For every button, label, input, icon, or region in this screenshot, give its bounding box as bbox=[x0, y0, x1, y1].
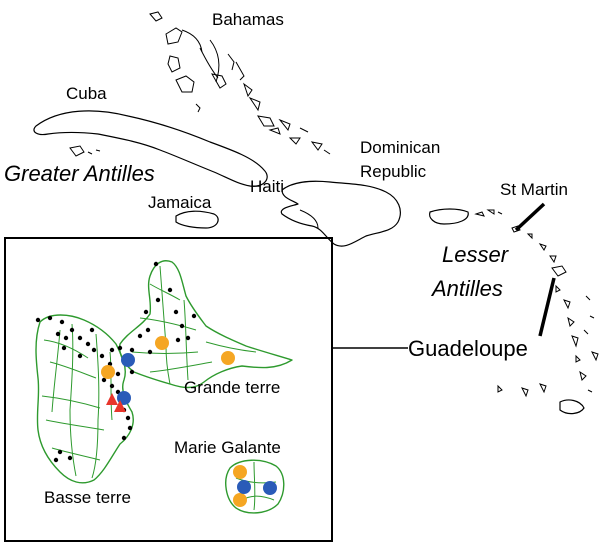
site-marker-orange bbox=[155, 336, 169, 350]
site-marker-blue bbox=[263, 481, 277, 495]
site-marker-black bbox=[35, 317, 41, 323]
grande-terre-outline bbox=[119, 260, 293, 389]
label-st-martin: St Martin bbox=[500, 180, 568, 199]
site-marker-black bbox=[77, 353, 83, 359]
label-jamaica: Jamaica bbox=[148, 193, 212, 212]
site-marker-black bbox=[185, 335, 191, 341]
site-marker-red-triangle bbox=[106, 393, 118, 405]
site-marker-black bbox=[109, 383, 115, 389]
bahamas-islands bbox=[149, 11, 331, 155]
label-grande-terre: Grande terre bbox=[184, 378, 280, 397]
site-marker-blue bbox=[121, 353, 135, 367]
site-marker-black bbox=[153, 261, 159, 267]
site-marker-orange bbox=[221, 351, 235, 365]
site-marker-black bbox=[129, 369, 135, 375]
sampling-sites bbox=[35, 261, 277, 507]
site-marker-black bbox=[115, 371, 121, 377]
site-marker-orange bbox=[233, 493, 247, 507]
site-marker-black bbox=[57, 449, 63, 455]
site-marker-black bbox=[101, 377, 107, 383]
cuba-outline bbox=[33, 110, 268, 187]
hispaniola-outline bbox=[280, 180, 401, 247]
site-marker-red-triangle bbox=[114, 400, 126, 412]
site-marker-black bbox=[143, 309, 149, 315]
site-marker-black bbox=[85, 341, 91, 347]
label-bahamas: Bahamas bbox=[212, 10, 284, 29]
site-marker-black bbox=[63, 335, 69, 341]
label-marie-galante: Marie Galante bbox=[174, 438, 281, 457]
site-marker-black bbox=[155, 297, 161, 303]
label-greater-antilles: Greater Antilles bbox=[4, 161, 155, 186]
site-marker-black bbox=[137, 333, 143, 339]
label-republic: Republic bbox=[360, 162, 427, 181]
basse-terre-outline bbox=[35, 314, 134, 484]
site-marker-black bbox=[61, 345, 67, 351]
site-marker-black bbox=[173, 309, 179, 315]
road-network bbox=[41, 265, 277, 511]
site-marker-orange bbox=[101, 365, 115, 379]
guadeloupe-pointer bbox=[538, 277, 556, 337]
site-marker-black bbox=[89, 327, 95, 333]
label-haiti: Haiti bbox=[250, 177, 284, 196]
label-guadeloupe: Guadeloupe bbox=[408, 336, 528, 361]
st-martin-pointer bbox=[514, 202, 546, 232]
label-dominican: Dominican bbox=[360, 138, 440, 157]
label-basse-terre: Basse terre bbox=[44, 488, 131, 507]
site-marker-black bbox=[47, 315, 53, 321]
marie-galante-outline bbox=[225, 459, 285, 514]
label-cuba: Cuba bbox=[66, 84, 107, 103]
site-marker-black bbox=[117, 345, 123, 351]
jamaica-outline bbox=[175, 210, 219, 229]
site-marker-black bbox=[179, 323, 185, 329]
site-marker-black bbox=[191, 313, 197, 319]
site-marker-black bbox=[91, 347, 97, 353]
puerto-rico-outline bbox=[429, 208, 469, 225]
site-marker-black bbox=[121, 435, 127, 441]
site-marker-black bbox=[145, 327, 151, 333]
site-marker-black bbox=[109, 347, 115, 353]
inset-frame bbox=[4, 237, 333, 542]
lesser-antilles-islands bbox=[497, 225, 599, 415]
site-marker-black bbox=[99, 353, 105, 359]
site-marker-black bbox=[175, 337, 181, 343]
site-marker-black bbox=[69, 327, 75, 333]
site-marker-orange bbox=[233, 465, 247, 479]
label-antilles: Antilles bbox=[430, 276, 503, 301]
site-marker-black bbox=[59, 319, 65, 325]
isle-of-youth bbox=[69, 145, 85, 157]
site-marker-black bbox=[147, 349, 153, 355]
site-marker-black bbox=[125, 415, 131, 421]
site-marker-black bbox=[129, 347, 135, 353]
site-marker-blue bbox=[237, 480, 251, 494]
label-lesser: Lesser bbox=[442, 242, 510, 267]
haiti-border bbox=[299, 209, 319, 229]
site-marker-black bbox=[77, 335, 83, 341]
site-marker-black bbox=[67, 455, 73, 461]
site-marker-black bbox=[127, 425, 133, 431]
site-marker-black bbox=[55, 331, 61, 337]
site-marker-black bbox=[53, 457, 59, 463]
site-marker-black bbox=[167, 287, 173, 293]
